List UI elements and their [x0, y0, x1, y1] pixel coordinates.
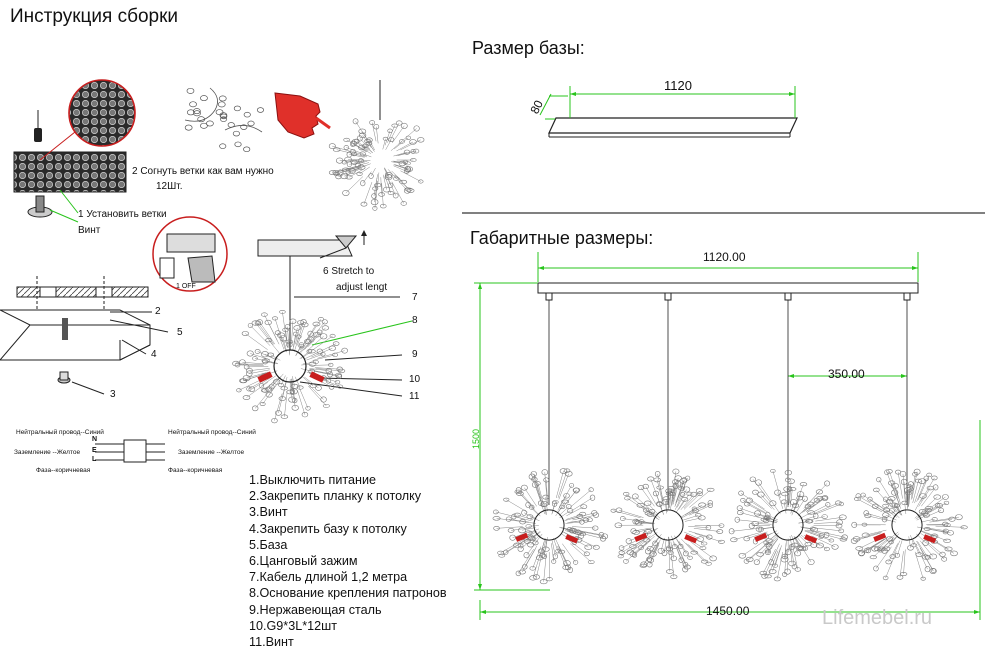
note-bend-branches: 2 Согнуть ветки как вам нужно [132, 166, 274, 177]
step-item: 5.База [249, 537, 288, 552]
height-label: 1500 [471, 428, 482, 450]
callout-11: 11 [409, 391, 420, 402]
note-screw: Винт [78, 225, 101, 236]
pendant-spacing-label: 350.00 [828, 367, 865, 381]
assembly-steps-list: 1.Выключить питание 2.Закрепить планку к … [249, 472, 447, 650]
step-item: 3.Винт [249, 505, 288, 520]
total-width-label: 1450.00 [706, 604, 750, 618]
wire-e-left: E [92, 447, 97, 454]
wire-n-left: N [92, 436, 98, 443]
step-item: 11.Винт [249, 635, 294, 650]
note-quantity: 12Шт. [156, 181, 183, 192]
step-item: 9.Нержавеющая сталь [249, 602, 382, 617]
step-item: 1.Выключить питание [249, 473, 377, 487]
step-item: 8.Основание крепления патронов [249, 586, 447, 601]
overall-dimensions-drawing [474, 252, 981, 620]
base-width-label: 1120 [664, 78, 692, 93]
step-item: 6.Цанговый зажим [249, 554, 358, 569]
callout-8: 8 [412, 315, 418, 326]
callout-3: 3 [110, 389, 116, 400]
overall-dimensions-heading: Габаритные размеры: [470, 228, 654, 248]
note-install-branches: 1 Установить ветки [78, 209, 167, 220]
wire-ground-left: Заземление --Желтое [14, 449, 81, 456]
base-size-heading: Размер базы: [472, 38, 585, 58]
watermark: Lifemebel.ru [822, 607, 933, 629]
wire-phase-right: Фаза--коричневая [168, 467, 223, 474]
step-item: 7.Кабель длиной 1,2 метра [249, 570, 408, 585]
callout-10: 10 [409, 374, 421, 385]
wire-neutral-right: Нейтральный провод--Синий [168, 429, 256, 436]
overall-width-label: 1120.00 [703, 250, 746, 264]
callout-2: 2 [155, 306, 161, 317]
note-stretch: 6 Stretch to [323, 266, 375, 277]
wire-l-left: L [92, 456, 97, 463]
callout-4: 4 [151, 349, 157, 360]
wire-phase-left: Фаза--коричневая [36, 467, 91, 474]
wire-ground-right: Заземление --Желтое [178, 449, 245, 456]
step-item: 4.Закрепить базу к потолку [249, 521, 407, 536]
wire-neutral-left: Нейтральный провод--Синий [16, 429, 104, 436]
step-item: 2.Закрепить планку к потолку [249, 489, 422, 504]
assembly-illustration [0, 79, 425, 463]
callout-9: 9 [412, 349, 418, 360]
callout-7: 7 [412, 292, 418, 303]
page-title: Инструкция сборки [10, 6, 179, 27]
note-off: 1 OFF [176, 283, 196, 290]
base-size-drawing [539, 86, 798, 138]
callout-5: 5 [177, 327, 183, 338]
step-item: 10.G9*3L*12шт [249, 618, 337, 633]
note-adjust: adjust lengt [336, 282, 388, 293]
